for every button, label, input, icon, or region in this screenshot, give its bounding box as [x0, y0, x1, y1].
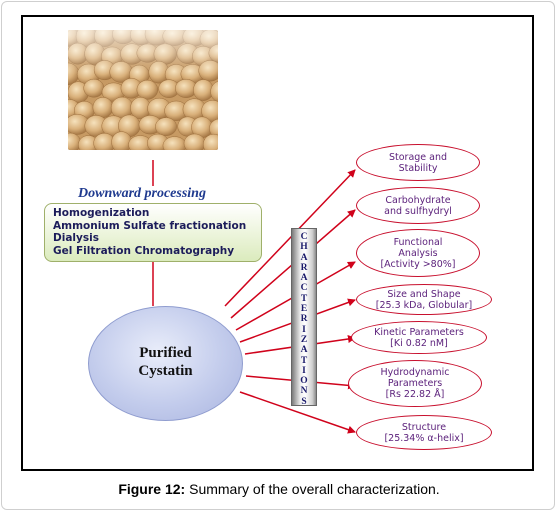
oval-structure: Structure [25.34% α-helix]: [356, 415, 492, 450]
chickpea: [210, 81, 218, 103]
oval-text: Kinetic Parameters: [374, 326, 464, 338]
oval-text: Structure: [401, 421, 447, 433]
oval-text: Functional: [393, 236, 443, 248]
oval-text: Parameters: [387, 378, 443, 389]
char-letter: I: [302, 365, 306, 376]
chickpea-photo: [68, 30, 218, 150]
oval-text: Analysis: [398, 247, 438, 259]
chickpea: [202, 133, 218, 150]
char-letter: A: [300, 252, 308, 263]
characterizations-label: C H A R A C T E R I Z A T I O N S: [291, 232, 317, 407]
oval-storage-stability: Storage and Stability: [356, 144, 480, 181]
oval-text: Hydrodynamic: [380, 367, 450, 378]
oval-size-shape: Size and Shape [25.3 kDa, Globular]: [356, 284, 492, 315]
purified-cystatin-node: [88, 306, 243, 421]
chickpea: [83, 78, 105, 98]
oval-text: [25.3 kDa, Globular]: [375, 299, 473, 311]
oval-hydrodynamic-parameters: Hydrodynamic Parameters [Rs 22.82 Å]: [348, 360, 482, 407]
char-letter: I: [302, 324, 306, 335]
char-letter: S: [301, 396, 307, 407]
char-letter: R: [300, 314, 308, 325]
oval-text: Carbohydrate: [385, 194, 451, 206]
char-letter: O: [300, 376, 308, 387]
char-letter: R: [300, 262, 308, 273]
char-letter: A: [300, 345, 308, 356]
chickpea: [183, 133, 206, 150]
step-ammonium-sulfate: Ammonium Sulfate fractionation: [53, 219, 247, 232]
char-letter: E: [300, 304, 308, 315]
chickpea: [136, 79, 159, 100]
char-letter: N: [300, 386, 308, 397]
char-letter: H: [300, 242, 308, 253]
char-letter: T: [300, 293, 308, 304]
oval-functional-analysis: Functional Analysis [Activity >80%]: [356, 229, 480, 277]
char-letter: Z: [300, 334, 308, 345]
oval-text: Stability: [398, 162, 438, 174]
oval-text: [Activity >80%]: [380, 258, 456, 270]
oval-carbohydrate-sulfhydryl: Carbohydrate and sulfhydryl: [356, 187, 480, 224]
oval-text: and sulfhydryl: [384, 205, 452, 217]
oval-text: [Ki 0.82 nM]: [390, 337, 448, 349]
chickpea: [209, 118, 218, 139]
downward-processing-title: Downward processing: [78, 186, 206, 201]
cystatin-line: Cystatin: [138, 363, 193, 379]
oval-text: Size and Shape: [387, 288, 461, 300]
oval-kinetic-parameters: Kinetic Parameters [Ki 0.82 nM]: [351, 321, 487, 354]
char-letter: A: [300, 273, 308, 284]
caption-text: Summary of the overall characterization.: [185, 481, 440, 497]
processing-steps-box: Homogenization Ammonium Sulfate fraction…: [44, 203, 262, 262]
oval-text: [Rs 22.82 Å]: [385, 389, 445, 400]
char-letter: C: [300, 232, 308, 242]
char-letter: T: [300, 355, 308, 366]
oval-text: [25.34% α-helix]: [384, 432, 464, 444]
chickpea: [155, 117, 177, 136]
figure-caption: Figure 12: Summary of the overall charac…: [0, 481, 558, 497]
chickpea: [92, 97, 114, 118]
chickpea: [193, 79, 214, 101]
step-gel-filtration: Gel Filtration Chromatography: [53, 244, 235, 257]
caption-label: Figure 12:: [118, 481, 186, 497]
char-letter: C: [300, 283, 308, 294]
purified-cystatin-label: Purified Cystatin: [88, 344, 243, 380]
step-homogenization: Homogenization: [53, 207, 150, 219]
oval-text: Storage and: [388, 151, 448, 163]
characterizations-bar: [291, 228, 317, 406]
purified-line: Purified: [139, 345, 192, 361]
step-dialysis: Dialysis: [53, 232, 99, 244]
